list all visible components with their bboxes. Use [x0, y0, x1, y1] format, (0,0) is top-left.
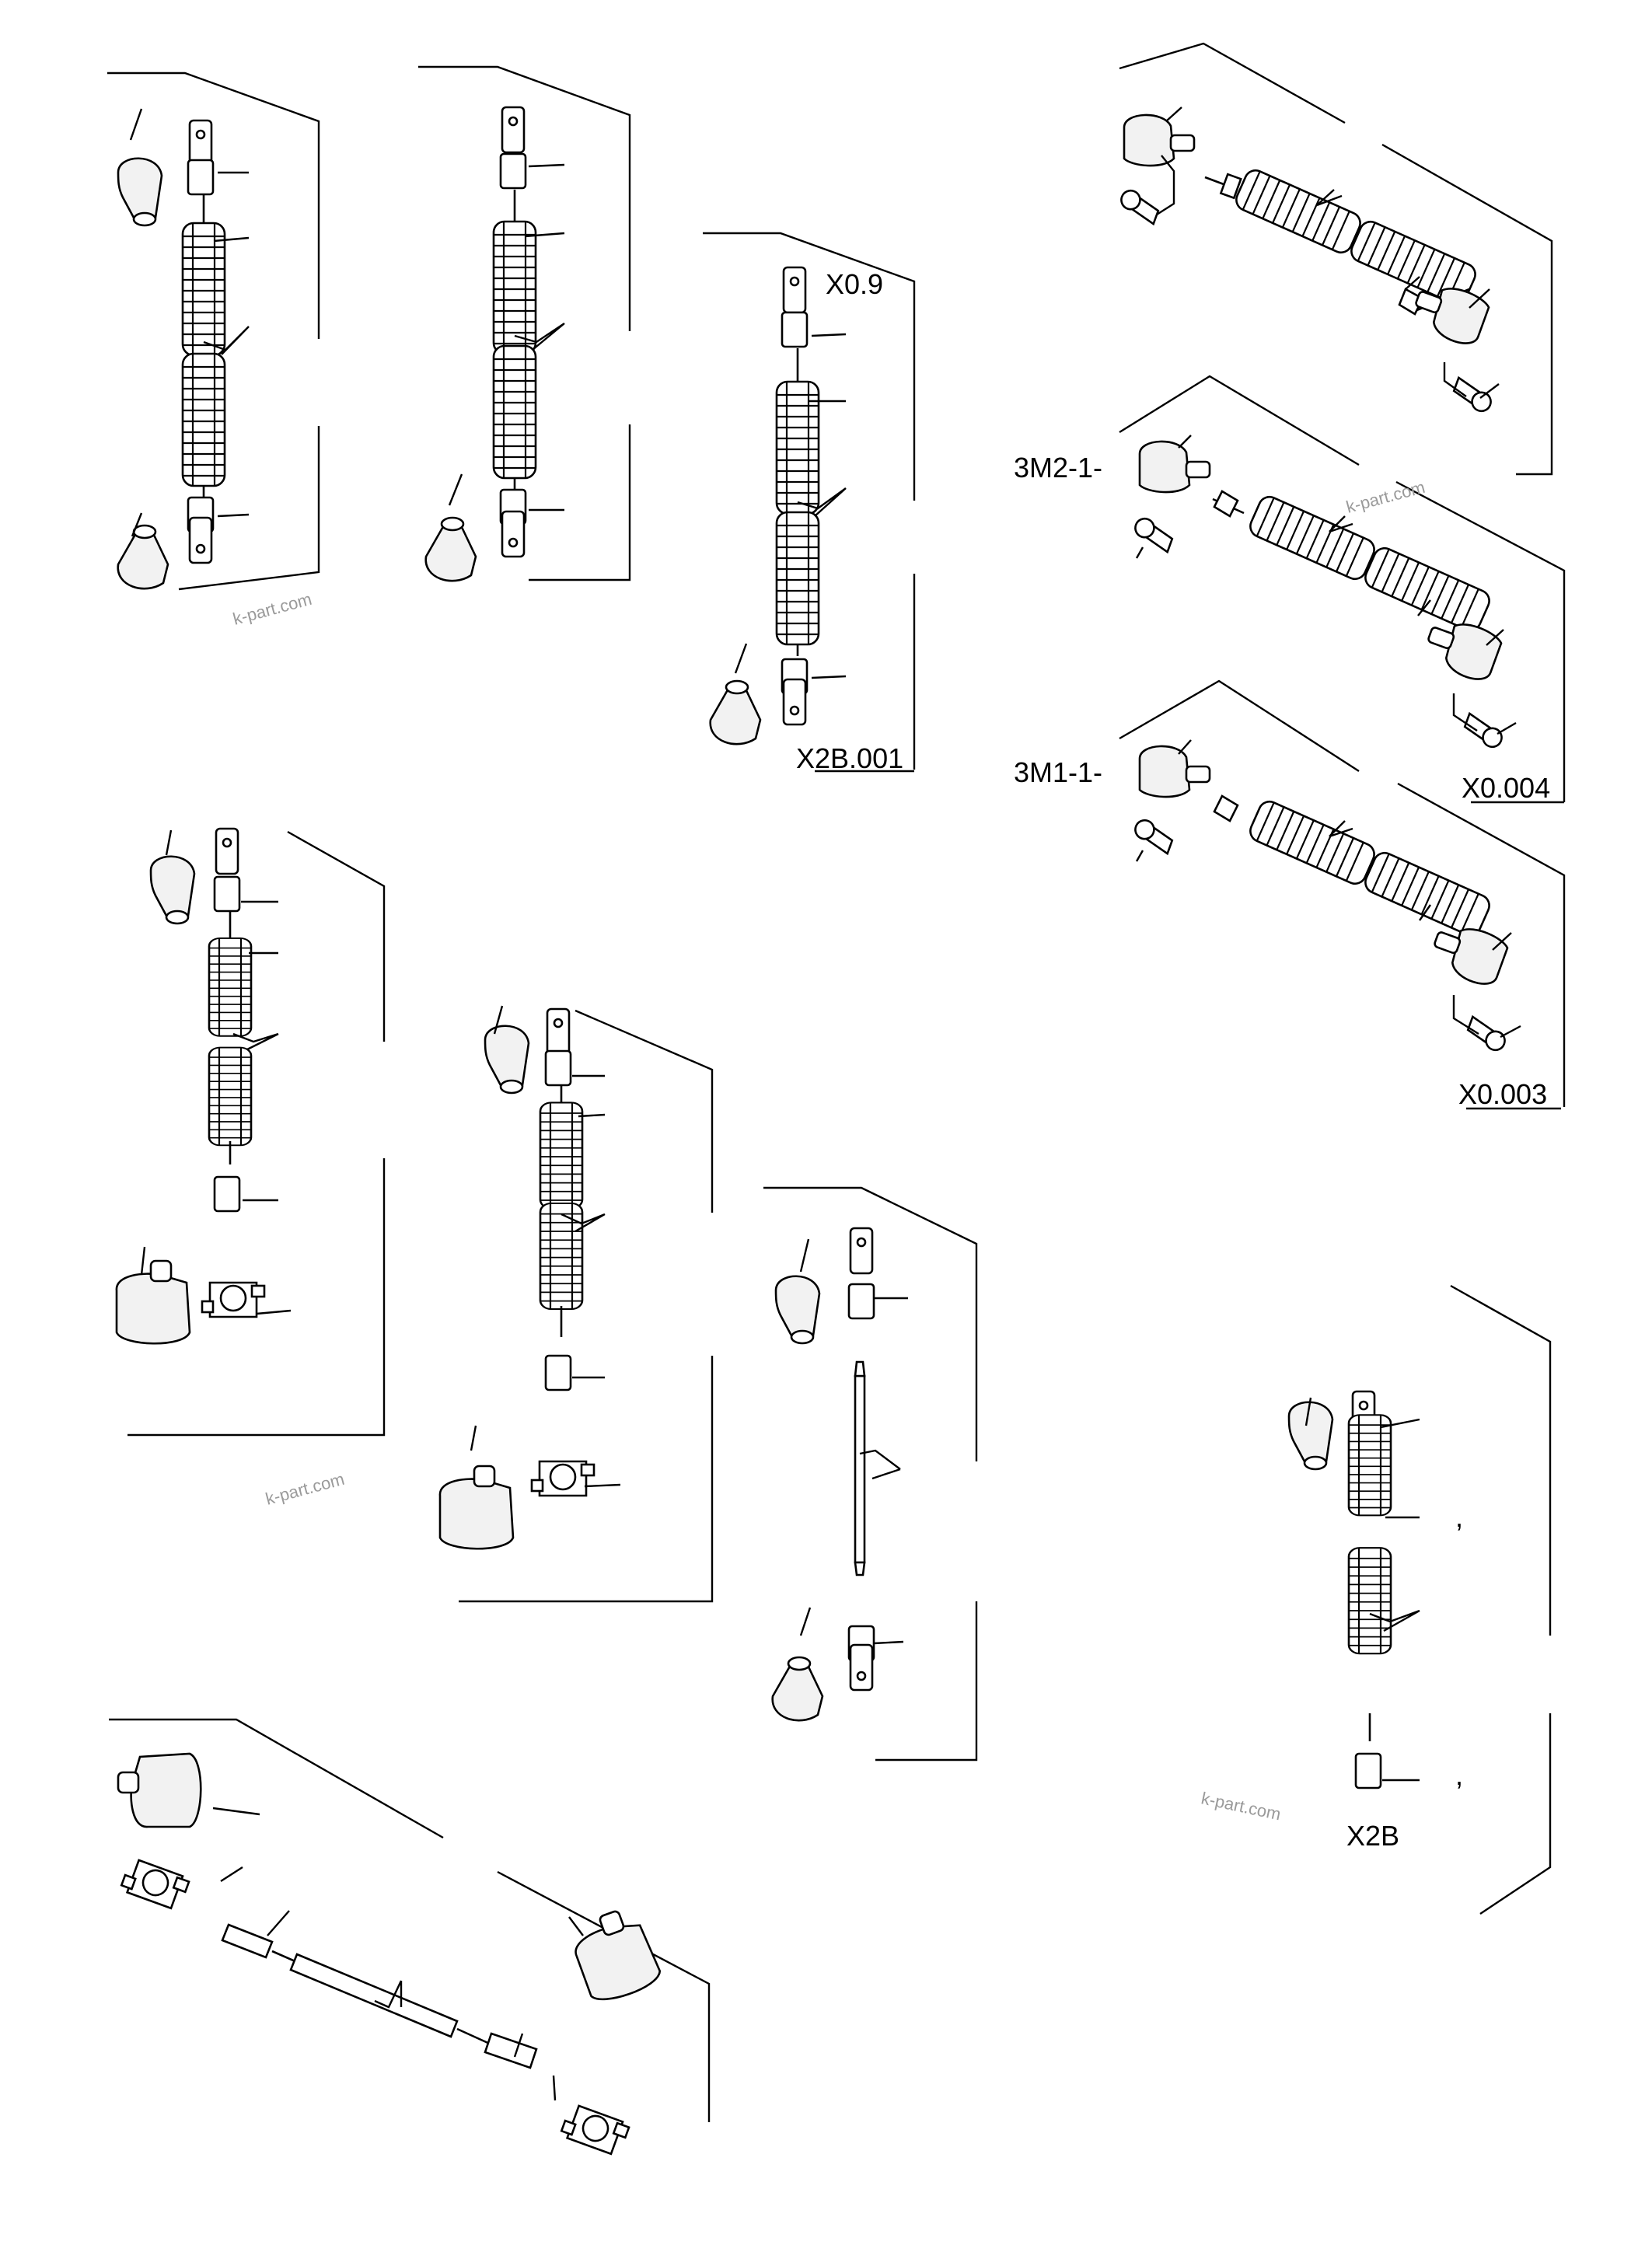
comma-2: , — [1455, 1759, 1463, 1791]
label-3m1-1: 3M1-1- — [1014, 756, 1102, 788]
label-3m2-1: 3M2-1- — [1014, 452, 1102, 484]
assembly-8 — [438, 1005, 714, 1603]
assembly-2 — [418, 65, 631, 582]
label-x2b: X2B — [1346, 1820, 1399, 1852]
assembly-10: , , X2B — [1287, 1284, 1552, 1915]
watermarks: k-part.com k-part.com k-part.com k-part.… — [231, 477, 1427, 1824]
label-x2b-001: X2B.001 — [796, 742, 903, 774]
watermark-4: k-part.com — [1200, 1788, 1283, 1824]
label-x0-9: X0.9 — [826, 268, 883, 300]
watermark-3: k-part.com — [264, 1469, 347, 1509]
watermark-1: k-part.com — [231, 589, 314, 629]
assembly-7 — [115, 827, 386, 1437]
assembly-3: X0.9 X2B.001 — [703, 232, 916, 774]
comma-1: , — [1455, 1501, 1463, 1533]
assembly-11 — [109, 1718, 711, 2158]
assembly-5: 3M2-1- X0.004 — [1014, 375, 1566, 804]
watermark-2: k-part.com — [1344, 477, 1427, 517]
label-x0-003: X0.003 — [1458, 1078, 1547, 1110]
assembly-6: 3M1-1- X0.003 — [1014, 679, 1566, 1110]
assembly-9 — [763, 1186, 978, 1761]
label-x0-004: X0.004 — [1462, 772, 1550, 804]
assembly-1 — [107, 72, 320, 591]
assembly-4 — [1116, 42, 1553, 476]
